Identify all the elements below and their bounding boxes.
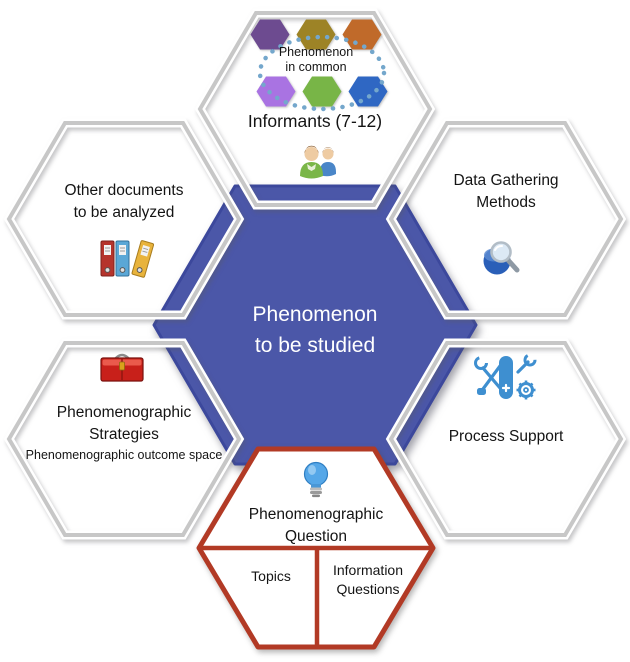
people-icon: [294, 143, 344, 179]
question-line1: Phenomenographic: [248, 506, 384, 523]
magnifier-icon: [481, 239, 521, 277]
hexagon-outline: [6, 341, 242, 537]
informant-hex-shape: [302, 76, 342, 107]
central-label: Phenomenon to be studied: [203, 299, 427, 361]
tools-knife-body: [499, 356, 513, 399]
bulb-highlight: [308, 465, 316, 475]
hexagon-outline: [197, 11, 433, 207]
strategies-hexagon: [3, 338, 245, 540]
documents-label: Other documents to be analyzed: [14, 180, 234, 224]
tools-wrench2-head: [523, 353, 537, 367]
process-support-label: Process Support: [448, 428, 564, 445]
information-line2: Questions: [336, 581, 400, 597]
circle-label-line2: in common: [285, 60, 347, 74]
documents-line2: to be analyzed: [73, 204, 175, 221]
magnifier-handle: [505, 257, 520, 273]
tools-screwdriver-handle: [477, 388, 486, 395]
tools-wrench-shaft: [481, 364, 502, 391]
toolbox-latch: [119, 361, 125, 371]
documents-hexagon: [3, 118, 245, 320]
hexagon-outline: [6, 121, 242, 317]
process-support-hexagon: [385, 338, 627, 540]
tools-gear: [516, 380, 536, 400]
strategies-line1: Phenomenographic: [56, 404, 192, 421]
back-person-head: [322, 148, 334, 160]
toolbox-icon: [98, 350, 146, 384]
binders-icon: [99, 234, 155, 282]
central-line1: Phenomenon: [252, 303, 378, 326]
informant-hex-shape: [256, 76, 296, 107]
hexagon-outline: [388, 341, 624, 537]
data-gathering-line1: Data Gathering: [453, 172, 559, 189]
central-hexagon: [152, 184, 478, 466]
tools-icon: [470, 351, 538, 403]
topics-label: Topics: [251, 568, 291, 584]
informant-hexagon-4: [256, 76, 296, 107]
central-hexagon-fill: [152, 184, 478, 466]
back-person-body: [320, 162, 336, 177]
bulb-base-ring1: [310, 487, 322, 491]
phenomenon-in-common-circle: [255, 33, 389, 113]
documents-line1: Other documents: [64, 182, 184, 199]
informants-title: Informants (7-12): [247, 111, 383, 131]
bulb-glass: [303, 461, 329, 487]
informant-hexagon-6: [348, 76, 388, 107]
informants-hexagon: [194, 8, 436, 210]
bulb-neck: [311, 484, 321, 488]
binder-red: [100, 240, 115, 277]
informant-hex-shape: [342, 19, 382, 50]
question-hexagon: [196, 446, 436, 650]
circle-label-line1: Phenomenon: [278, 45, 354, 59]
binder-yellow: [131, 240, 155, 278]
outcome-space-label: Phenomenographic outcome space: [25, 448, 223, 462]
central-line2: to be studied: [254, 334, 376, 357]
binder-blue: [115, 240, 130, 277]
hexagon-outline: [388, 121, 624, 317]
magnifier-lens-shine: [494, 245, 503, 251]
question-line2: Question: [284, 528, 348, 545]
lightbulb-icon: [302, 461, 330, 501]
circle-label: Phenomenon in common: [249, 45, 383, 75]
strategies-line2: Strategies: [89, 426, 159, 443]
hexagon-casing: [385, 118, 627, 320]
informant-hexagon-1: [250, 19, 290, 50]
question-label: Phenomenographic Question: [206, 504, 426, 548]
informant-hex-shape: [296, 19, 336, 50]
front-person-shirt: [307, 164, 316, 171]
bulb-base-ring2: [310, 491, 322, 494]
data-gathering-label: Data Gathering Methods: [396, 170, 616, 214]
front-person-head: [304, 147, 319, 161]
data-gathering-hexagon: [385, 118, 627, 320]
informant-hexagon-5: [302, 76, 342, 107]
tools-wrench-head: [474, 356, 488, 370]
bulb-base-tip: [312, 494, 320, 498]
information-line1: Information: [332, 562, 404, 578]
data-gathering-line2: Methods: [476, 194, 536, 211]
information-questions-label: Information Questions: [322, 561, 414, 599]
informant-hexagon-2: [296, 19, 336, 50]
dotted-circle-icon: [257, 34, 387, 112]
informant-hex-shape: [348, 76, 388, 107]
informant-hexagon-3: [342, 19, 382, 50]
informant-hex-shape: [250, 19, 290, 50]
strategies-label: Phenomenographic Strategies: [14, 402, 234, 446]
central-hexagon-shape: [152, 184, 478, 466]
